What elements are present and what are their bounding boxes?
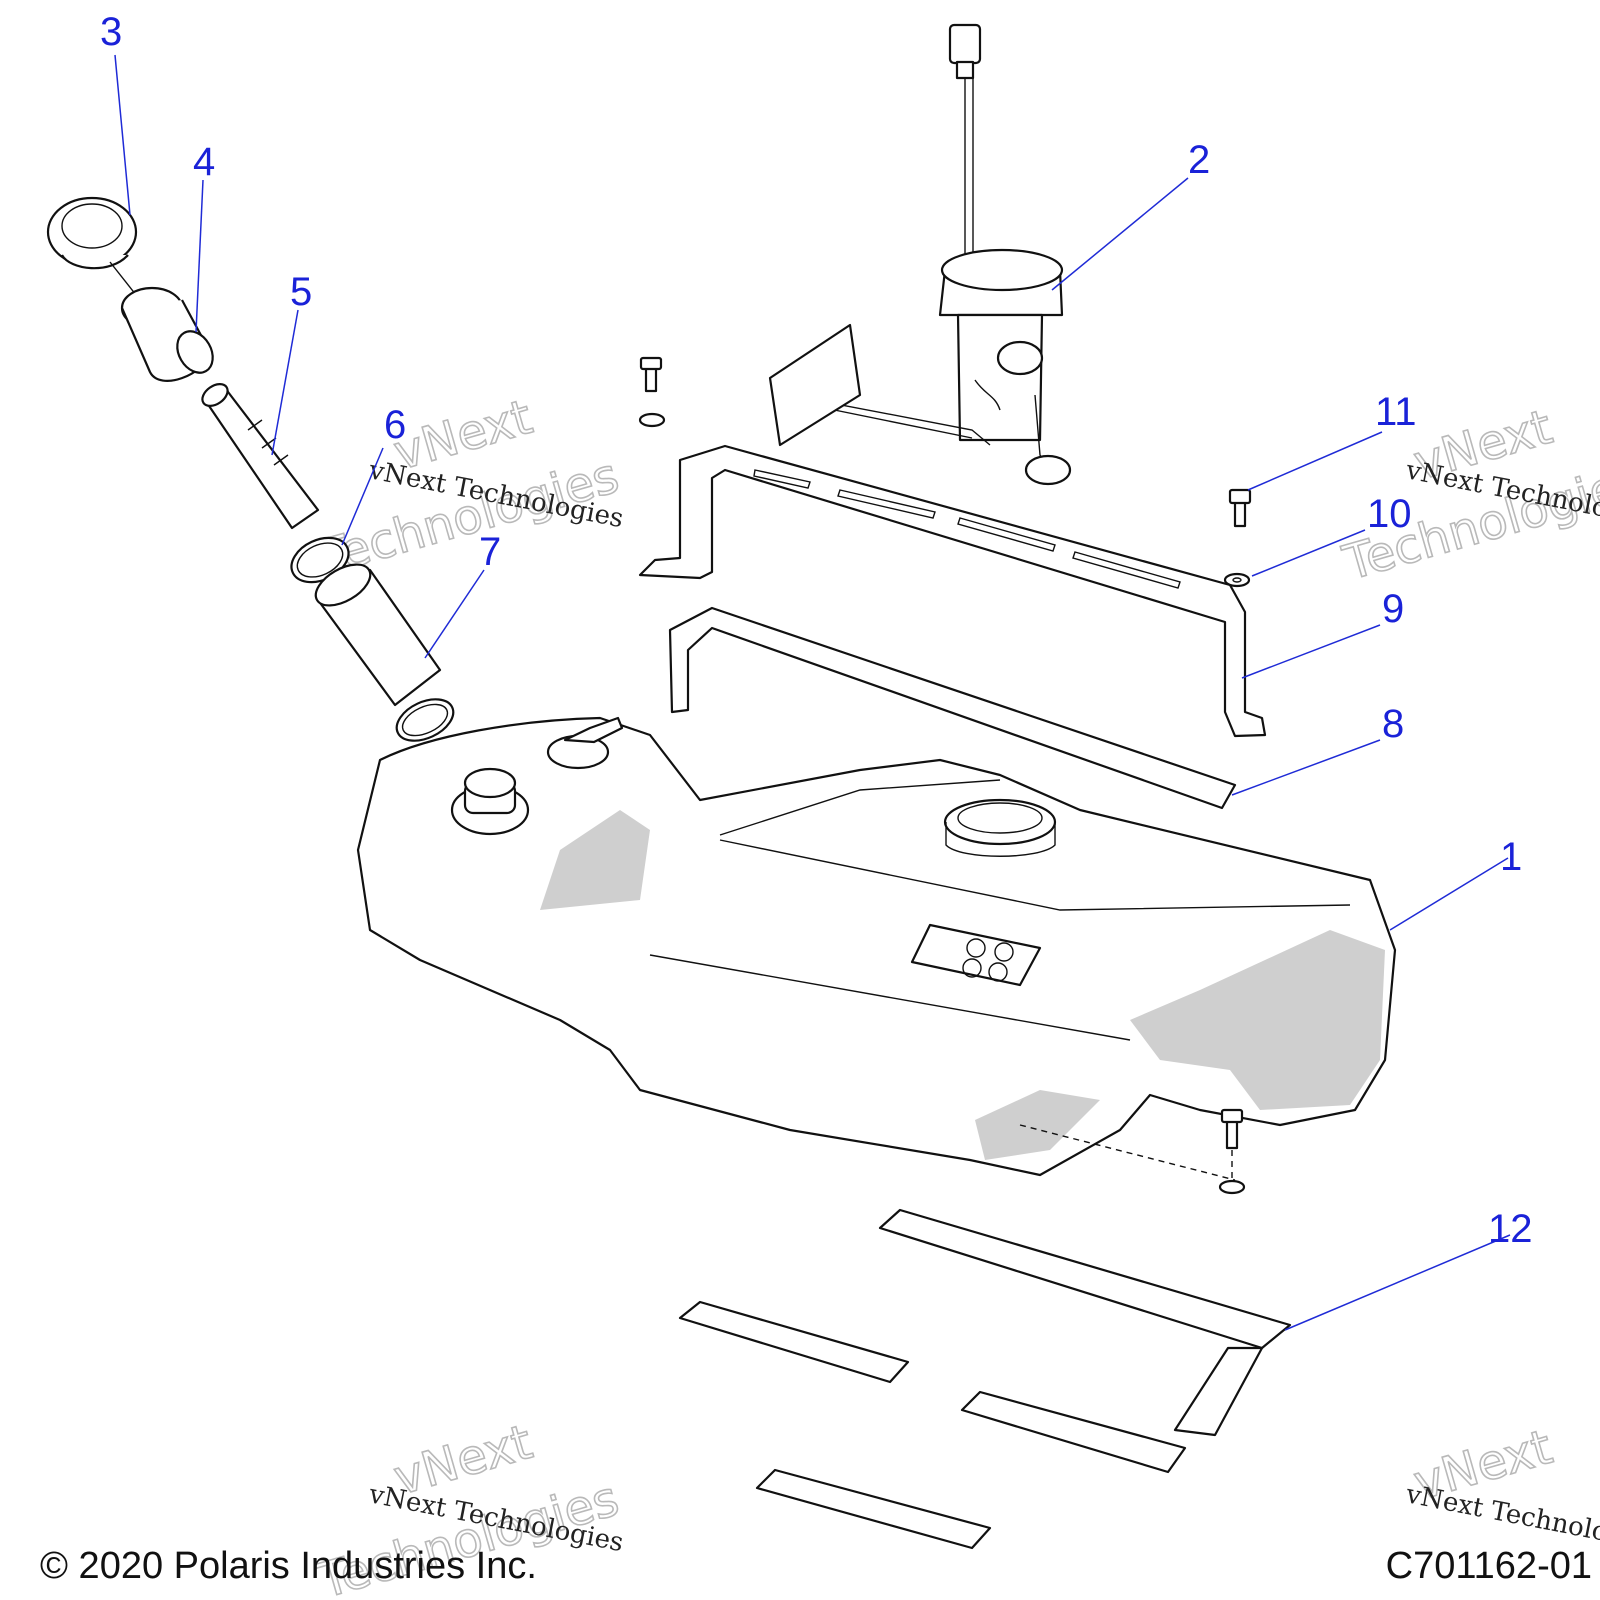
callout-7: 7 <box>479 530 501 574</box>
callout-9: 9 <box>1382 587 1404 631</box>
washer <box>1223 572 1251 588</box>
fuel-tank <box>356 716 1397 1195</box>
callout-3: 3 <box>100 10 122 54</box>
filler-hose <box>314 563 455 742</box>
filler-tube <box>201 382 320 530</box>
leader-lines <box>114 54 1511 1331</box>
fuel-cap <box>46 196 141 301</box>
callout-10: 10 <box>1367 492 1412 536</box>
tank-pad-set <box>678 1208 1292 1550</box>
callout-4: 4 <box>193 140 215 184</box>
callout-2: 2 <box>1188 138 1210 182</box>
filler-neck-adapter <box>120 286 214 382</box>
hold-down-strap <box>638 444 1267 738</box>
callout-12: 12 <box>1488 1207 1533 1251</box>
strap-bolt-upper <box>638 356 666 428</box>
watermark-bottom-right: vNext vNext Technologies <box>1403 1418 1600 1558</box>
fuel-pump-assembly <box>768 23 1072 486</box>
callout-11: 11 <box>1375 390 1417 434</box>
callout-1: 1 <box>1500 835 1522 879</box>
callout-6: 6 <box>384 403 406 447</box>
callout-5: 5 <box>290 270 312 314</box>
copyright-text: © 2020 Polaris Industries Inc. <box>40 1545 537 1587</box>
tank-warning-label <box>910 923 1042 987</box>
callout-8: 8 <box>1382 702 1404 746</box>
bolt <box>1228 488 1252 528</box>
watermark-top-left: vNext Technologies vNext Technologies <box>311 388 626 587</box>
tank-strap-pad <box>668 606 1237 810</box>
drawing-number: C701162-01 <box>1386 1545 1592 1587</box>
